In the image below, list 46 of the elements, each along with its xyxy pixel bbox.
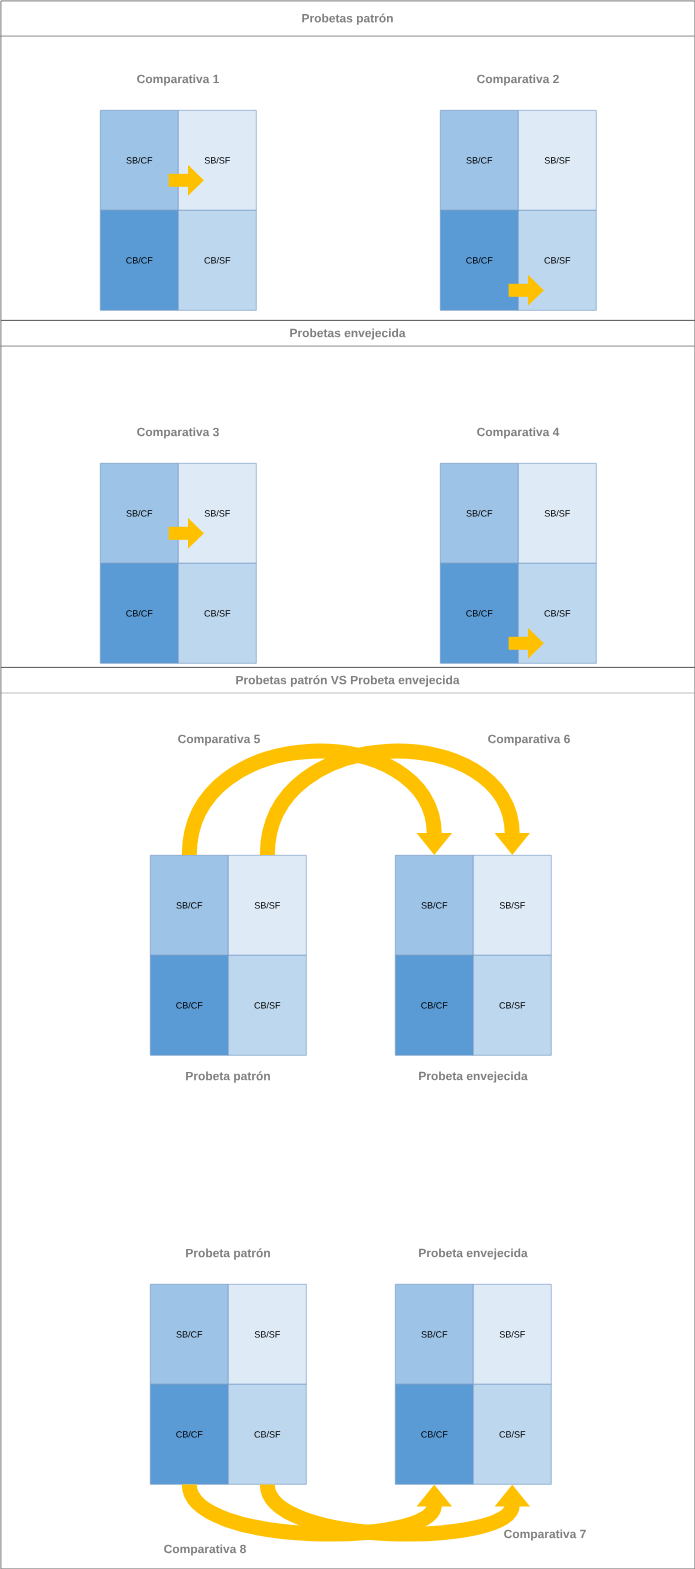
grid-cell: CB/SF [178,563,257,664]
grid-cell: SB/SF [473,1284,552,1385]
specimen-heading: Comparativa 1 [137,74,219,86]
grid-cell: CB/SF [518,563,597,664]
grid-cell: SB/SF [518,110,597,211]
grid-cell: CB/CF [440,563,519,664]
arrow [259,743,531,857]
specimen-heading: Probeta patrón [186,1071,270,1083]
grid-cell: SB/SF [228,1284,307,1385]
grid-cell: SB/CF [150,1284,229,1385]
specimen-heading: Probeta patrón [186,1248,270,1260]
grid-cell: CB/SF [228,955,307,1056]
grid-cell: CB/CF [440,210,519,311]
grid-cell: CB/CF [150,955,229,1056]
specimen-heading: Comparativa 3 [137,427,219,439]
specimen-heading: Probeta envejecida [419,1248,528,1260]
grid-cell: SB/CF [395,855,474,956]
grid-cell: CB/CF [100,210,179,311]
specimen-heading: Comparativa 4 [477,427,560,439]
edge-label: Comparativa 8 [162,1543,248,1557]
grid-cell: SB/SF [228,855,307,956]
arrow [181,743,453,857]
edge-label: Comparativa 6 [486,733,572,747]
grid-cell: CB/SF [473,955,552,1056]
grid-cell: CB/CF [395,1384,474,1485]
edge-label: Comparativa 5 [176,733,262,747]
grid-cell: CB/SF [228,1384,307,1485]
grid-cell: CB/CF [150,1384,229,1485]
grid-cell: CB/CF [395,955,474,1056]
specimen-heading: Probeta envejecida [419,1071,528,1083]
grid-cell: SB/SF [473,855,552,956]
grid-cell: SB/SF [178,463,257,564]
grid-cell: SB/SF [178,110,257,211]
grid-cell: CB/SF [518,210,597,311]
grid-cell: SB/CF [440,463,519,564]
grid-cell: CB/CF [100,563,179,664]
grid-cell: SB/CF [100,110,179,211]
grid-cell: CB/SF [473,1384,552,1485]
edge-label: Comparativa 7 [502,1528,588,1542]
grid-cell: SB/SF [518,463,597,564]
grid-cell: SB/CF [100,463,179,564]
specimen-heading: Comparativa 2 [477,74,559,86]
grid-cell: CB/SF [178,210,257,311]
grid-cell: SB/CF [395,1284,474,1385]
grid-cell: SB/CF [440,110,519,211]
grid-cell: SB/CF [150,855,229,956]
